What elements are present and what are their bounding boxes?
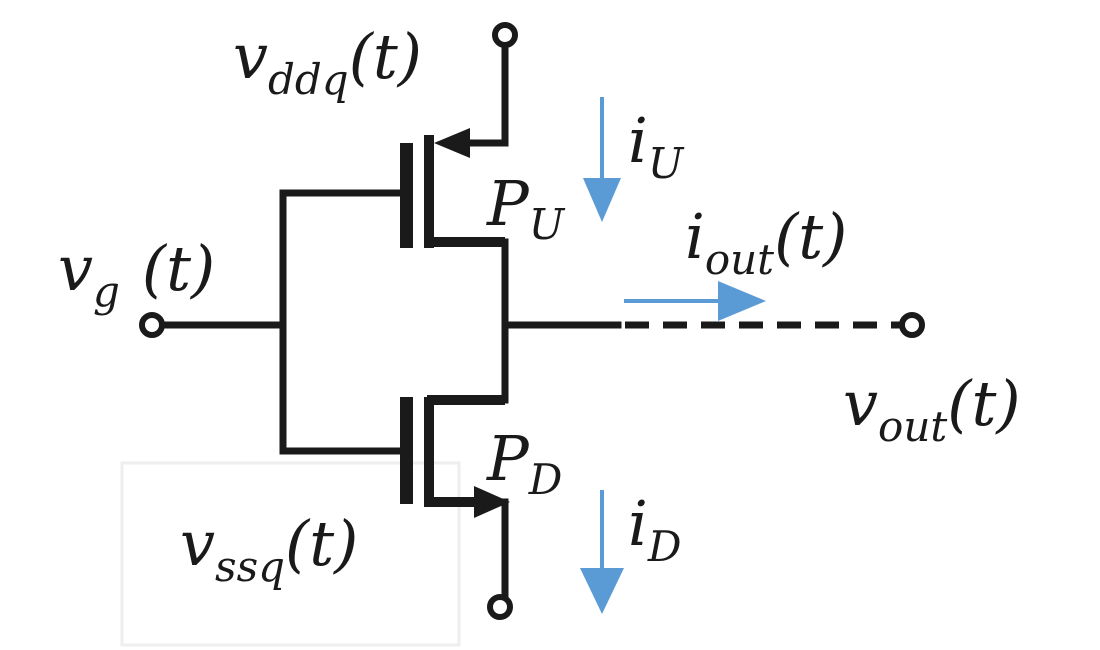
nmos-channel-plate — [424, 397, 434, 507]
vout-terminal — [899, 312, 925, 338]
pmos-source-arrowhead — [434, 128, 470, 158]
vg-terminal — [139, 312, 165, 338]
current-arrows — [580, 97, 766, 614]
labels: vddq(t) vg(t) vssq(t) vout(t) iout(t) iU… — [58, 20, 1021, 591]
iout-arrow — [624, 281, 766, 321]
pmos-gate-plate — [400, 143, 413, 248]
nmos-transistor — [400, 397, 510, 518]
nmos-gate-plate — [400, 397, 413, 504]
pmos-transistor — [400, 128, 470, 248]
terminals — [139, 22, 925, 620]
vssq-label: vssq(t) — [180, 507, 358, 591]
vssq-terminal — [487, 594, 513, 620]
circuit-wires — [158, 41, 900, 604]
pd-label: PD — [486, 422, 562, 504]
pu-label: PU — [486, 167, 566, 249]
id-arrow — [580, 490, 624, 614]
vg-label: vg(t) — [58, 232, 215, 316]
iu-arrow — [583, 97, 621, 222]
id-label: iD — [628, 487, 682, 571]
vddq-label: vddq(t) — [233, 20, 422, 104]
vout-label: vout(t) — [843, 367, 1021, 451]
nmos-source-arrowhead — [474, 486, 510, 518]
iu-label: iU — [628, 104, 685, 188]
ghost-selection-box — [120, 461, 461, 647]
vddq-terminal — [492, 22, 518, 48]
iout-label: iout(t) — [685, 200, 847, 284]
pmos-channel-plate — [424, 135, 434, 248]
